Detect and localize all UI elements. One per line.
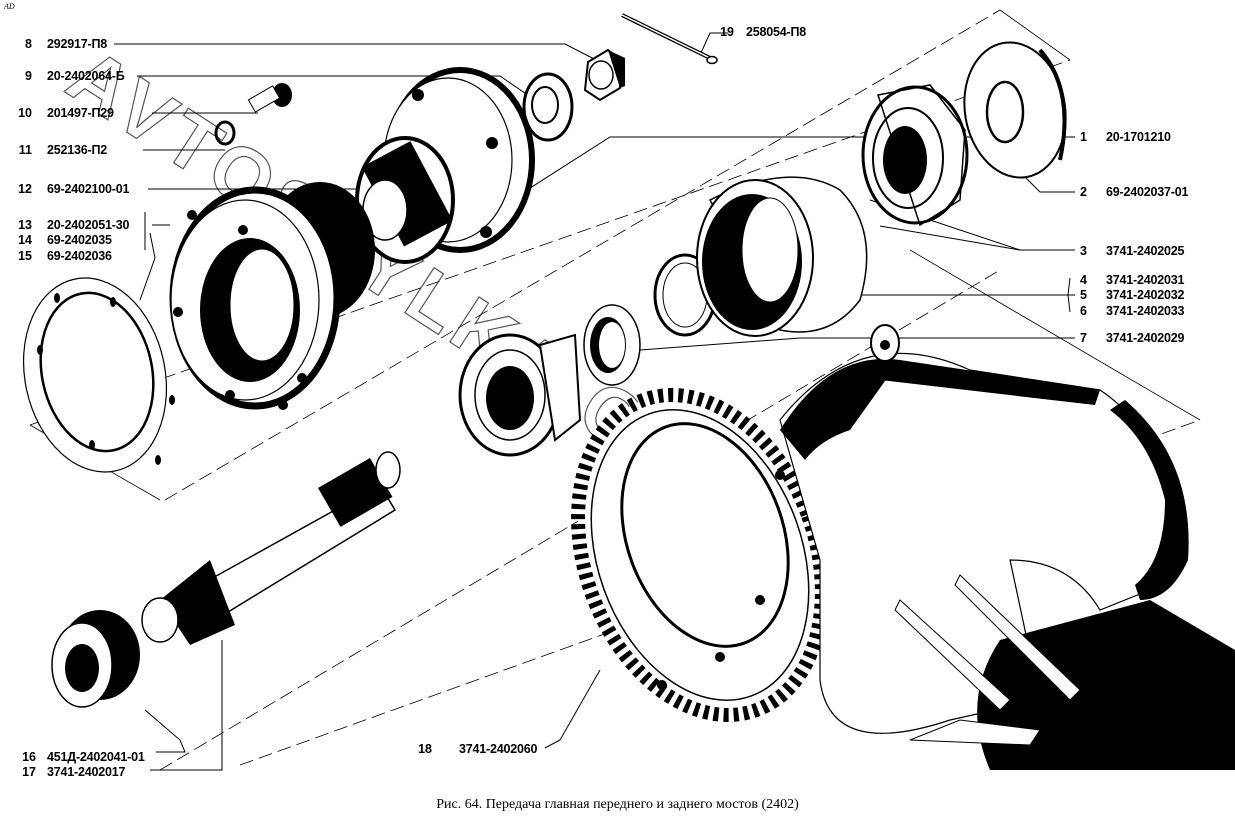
part-number-16: 16 — [22, 750, 36, 764]
part-code-19: 258054-П8 — [746, 25, 807, 39]
nut-part-8 — [583, 48, 625, 102]
part-number-10: 10 — [18, 106, 32, 120]
part-number-5: 5 — [1080, 288, 1087, 302]
part-number-18: 18 — [418, 742, 432, 756]
part-code-4: 3741-2402031 — [1106, 273, 1185, 287]
part-number-13: 13 — [18, 218, 32, 232]
part-code-5: 3741-2402032 — [1106, 288, 1185, 302]
part-code-18: 3741-2402060 — [459, 742, 538, 756]
part-code-12: 69-2402100-01 — [47, 182, 130, 196]
part-number-6: 6 — [1080, 304, 1087, 318]
part-code-10: 201497-П29 — [47, 106, 114, 120]
part-code-3: 3741-2402025 — [1106, 244, 1185, 258]
part-number-7: 7 — [1080, 331, 1087, 345]
washer-part-2 — [963, 41, 1067, 179]
part-number-15: 15 — [18, 249, 32, 263]
axle-housing — [779, 324, 1235, 770]
bearing-part-1 — [861, 84, 969, 227]
cotter-pin-part-19 — [621, 13, 718, 65]
part-code-6: 3741-2402033 — [1106, 304, 1185, 318]
drive-pinion-part-17 — [141, 451, 401, 645]
part-number-14: 14 — [18, 233, 32, 247]
part-code-13: 20-2402051-30 — [47, 218, 130, 232]
ring-gear-part-18 — [571, 388, 829, 722]
washer-part-9 — [522, 72, 574, 142]
shim-part-14-15 — [22, 277, 175, 473]
part-number-11: 11 — [18, 143, 32, 157]
part-number-1: 1 — [1080, 130, 1087, 144]
part-number-2: 2 — [1080, 185, 1087, 199]
bearing-part-16 — [51, 610, 140, 708]
part-code-15: 69-2402036 — [47, 249, 112, 263]
part-code-2: 69-2402037-01 — [1106, 185, 1189, 199]
corner-mark: AD — [4, 2, 15, 11]
part-code-14: 69-2402035 — [47, 233, 112, 247]
part-number-4: 4 — [1080, 273, 1087, 287]
part-number-12: 12 — [18, 182, 32, 196]
part-code-11: 252136-П2 — [47, 143, 108, 157]
part-number-3: 3 — [1080, 244, 1087, 258]
part-code-9: 20-2402064-Б — [47, 69, 125, 83]
part-code-17: 3741-2402017 — [47, 765, 126, 779]
part-code-1: 20-1701210 — [1106, 130, 1171, 144]
part-number-19: 19 — [720, 25, 734, 39]
part-number-17: 17 — [22, 765, 36, 779]
shim-ring-part-4-6 — [583, 253, 717, 386]
part-number-8: 8 — [25, 37, 32, 51]
part-code-16: 451Д-2402041-01 — [47, 750, 145, 764]
figure-caption: Рис. 64. Передача главная переднего и за… — [436, 797, 799, 812]
bearing-part-7 — [458, 333, 582, 457]
bearing-housing-part-13 — [169, 182, 375, 410]
part-number-9: 9 — [25, 69, 32, 83]
flange-part-12 — [355, 67, 535, 264]
bolt-part-10 — [214, 83, 292, 146]
part-code-8: 292917-П8 — [47, 37, 108, 51]
bearing-cup-part-3 — [696, 176, 868, 337]
part-code-7: 3741-2402029 — [1106, 331, 1185, 345]
